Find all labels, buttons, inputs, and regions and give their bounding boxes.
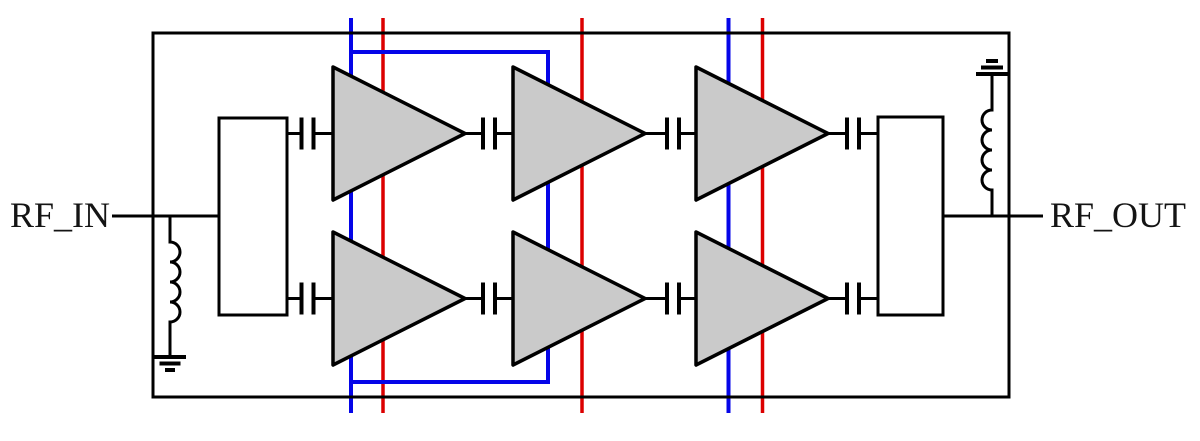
coupling-capacitor <box>826 117 879 150</box>
rf-out-label: RF_OUT <box>1050 195 1186 235</box>
ground-symbol <box>154 355 186 372</box>
input-splitter-block <box>217 116 289 317</box>
circuit-boundary <box>151 31 1011 399</box>
bias-loop-blue <box>351 50 550 384</box>
amplifier-symbol <box>694 65 830 202</box>
coupling-capacitor <box>826 282 879 315</box>
amplifier-symbol <box>511 230 647 367</box>
coupling-capacitor <box>464 117 514 150</box>
output-shunt-inductor <box>980 74 994 216</box>
rf-in-label: RF_IN <box>10 195 110 235</box>
coupling-capacitor <box>286 282 334 315</box>
coupling-capacitor <box>464 282 514 315</box>
amplifier-symbol <box>694 230 830 367</box>
output-combiner-block <box>876 115 945 317</box>
coupling-capacitor <box>644 117 698 150</box>
amplifier-symbol <box>331 65 467 202</box>
ground-symbol <box>976 59 1008 76</box>
coupling-capacitor <box>286 117 334 150</box>
input-shunt-inductor <box>168 216 182 355</box>
amplifier-symbol <box>331 230 467 367</box>
amplifier-symbol <box>511 65 647 202</box>
coupling-capacitor <box>644 282 698 315</box>
